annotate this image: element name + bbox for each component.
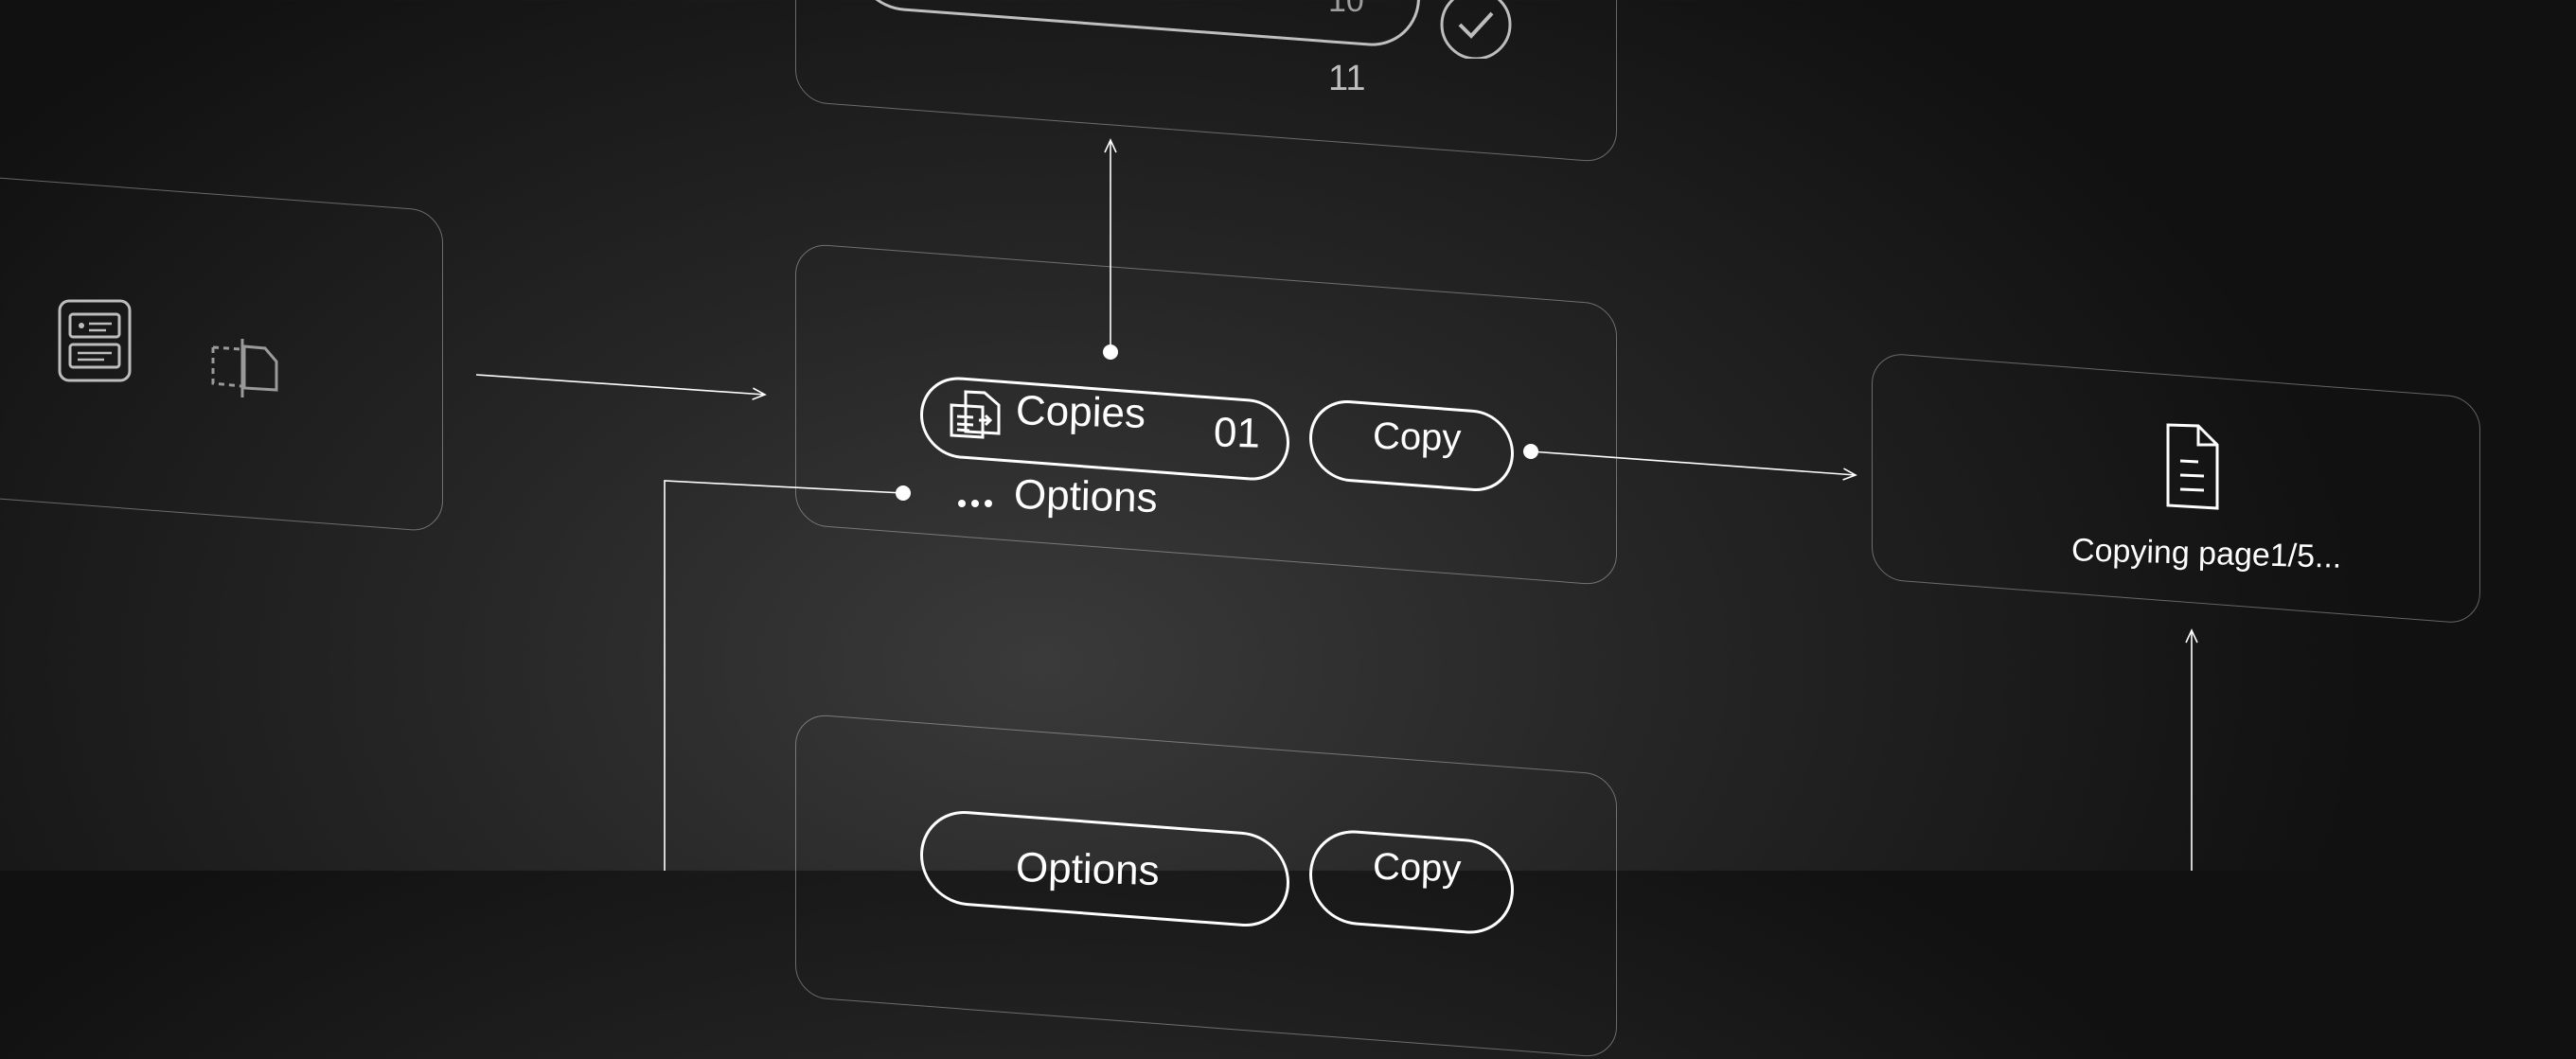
progress-status: Copying page1/5... (2070, 532, 2342, 575)
arrow-to-copy-screen (475, 374, 767, 400)
ellipsis-icon (958, 500, 992, 507)
confirm-button[interactable] (1439, 0, 1513, 59)
copy-button-label: Copy (1372, 415, 1462, 460)
options-row[interactable]: Options (947, 471, 1193, 530)
counter-value: 11 (1328, 59, 1366, 98)
scan-mode-card (0, 173, 443, 533)
options-connector-line (664, 480, 904, 871)
flow-connectors (475, 138, 2198, 871)
options-button-label: Options (1015, 844, 1161, 894)
arrow-to-progress-screen (1530, 450, 1857, 481)
options-label: Options (1013, 471, 1159, 521)
check-circle-icon (1440, 0, 1512, 59)
options-connector-dot (896, 485, 911, 501)
copy-connector-dot (1523, 444, 1538, 459)
copies-value: 01 (1213, 409, 1261, 457)
counter-value-above: 10 (1328, 0, 1364, 19)
bottom-copy-button-label: Copy (1372, 845, 1462, 891)
progress-card (1872, 351, 2480, 626)
workflow-diagram: 10 11 Copies 01 Copy Options (0, 0, 2480, 1059)
copies-label: Copies (1015, 387, 1146, 437)
copies-connector-dot (1103, 344, 1118, 360)
